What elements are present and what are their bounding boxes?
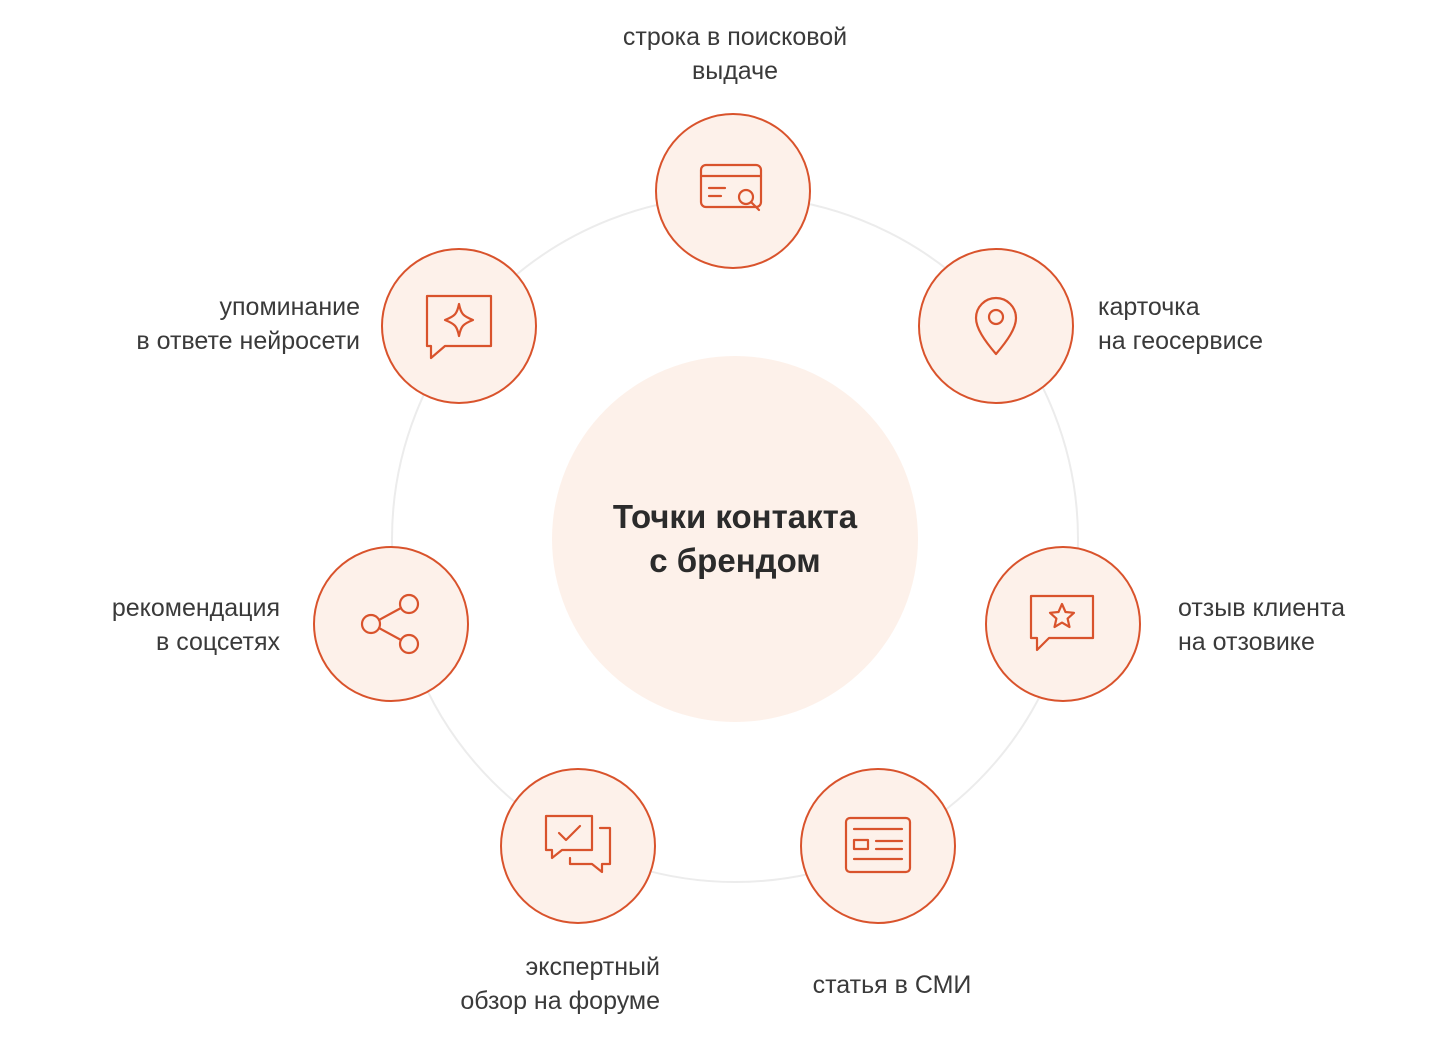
touchpoint-geoservice-label: карточка на геосервисе xyxy=(1098,293,1263,355)
touchpoint-geoservice-node xyxy=(918,248,1074,404)
map-pin-icon xyxy=(974,296,1018,356)
share-icon xyxy=(360,593,420,655)
touchpoint-forum-label: экспертный обзор на форуме xyxy=(460,953,660,1015)
touchpoint-review-node xyxy=(985,546,1141,702)
search-card-icon xyxy=(699,163,763,212)
touchpoint-media-node xyxy=(800,768,956,924)
touchpoint-search-node xyxy=(655,113,811,269)
review-star-icon xyxy=(1029,594,1095,652)
touchpoint-review-label: отзыв клиента на отзовике xyxy=(1178,594,1346,656)
touchpoint-social-node xyxy=(313,546,469,702)
center-title-line: с брендом xyxy=(649,542,821,579)
ai-sparkle-chat-icon xyxy=(425,294,493,360)
touchpoint-search-label: строка в поисковой выдаче xyxy=(622,23,848,85)
touchpoint-ai-label: упоминание в ответе нейросети xyxy=(136,293,360,355)
center-circle: Точки контакта с брендом xyxy=(552,356,918,722)
touchpoint-social-label: рекомендация в соцсетях xyxy=(111,594,280,656)
center-title-line: Точки контакта xyxy=(612,498,858,535)
center-title: Точки контакта с брендом xyxy=(570,495,900,583)
forum-chat-check-icon xyxy=(544,814,612,874)
news-article-icon xyxy=(844,816,912,874)
touchpoint-ai-node xyxy=(381,248,537,404)
touchpoint-media-label: статья в СМИ xyxy=(812,971,972,999)
touchpoint-forum-node xyxy=(500,768,656,924)
